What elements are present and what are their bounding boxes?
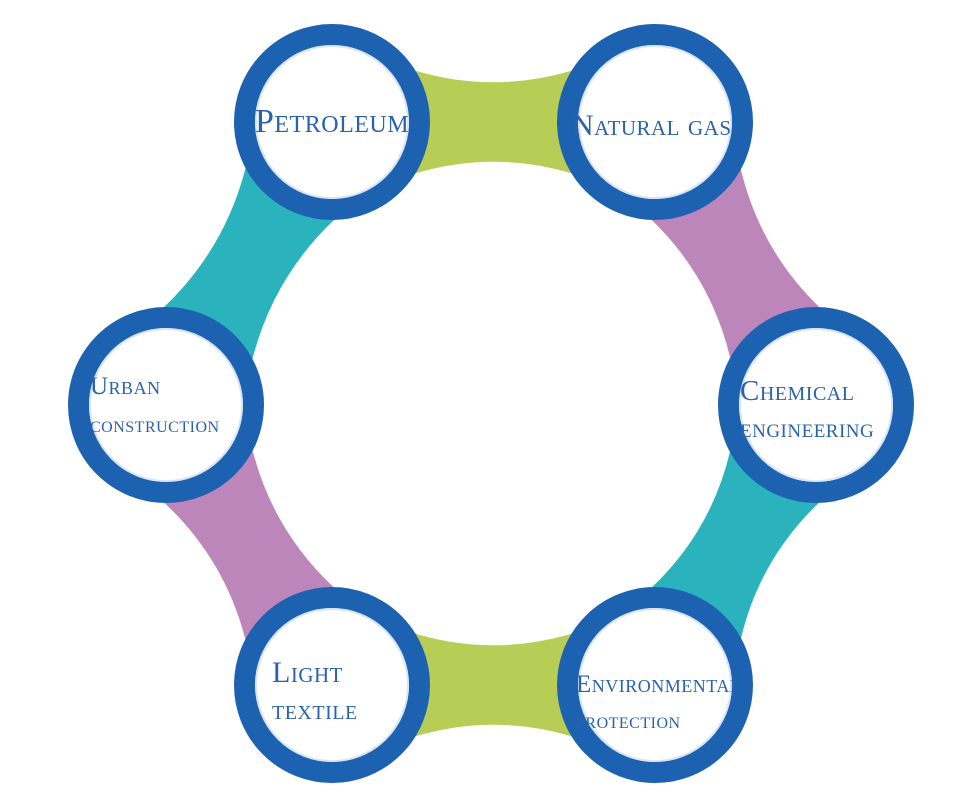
node-label-line: engineering [740,413,874,443]
connector-petroleum-to-natural-gas [415,70,572,174]
ring-circle [234,587,430,783]
connector-urban-construction-to-petroleum [164,168,334,359]
ring-inner-edge [255,45,409,199]
ring-circle [234,24,430,220]
ring-inner-edge [89,328,243,482]
ring-inner-edge [578,45,732,199]
connector-chemical-engineering-to-environmental-protection [652,451,819,639]
node-chemical-engineering: Chemical engineering [718,307,914,503]
ring-inner-edge [739,328,893,482]
ring-circle [557,24,753,220]
node-label-line: protection [576,708,681,733]
node-petroleum: Petroleum [234,24,430,220]
node-label-line: Petroleum [255,103,409,140]
node-natural-gas: Natural gas [557,24,753,220]
node-label-line: textile [272,695,358,726]
ring-circle [557,587,753,783]
node-label-line: Chemical [740,375,854,407]
connector-light-textile-to-urban-construction [164,450,334,640]
connector-environmental-protection-to-light-textile [415,633,572,737]
node-urban-construction: Urban construction [68,307,264,503]
ring-circle [718,307,914,503]
node-label-line: Urban [90,373,161,400]
connectors [164,70,820,737]
ring-inner-edge [255,608,409,762]
node-label-line: Natural gas [572,109,732,142]
node-label-line: Environmental [576,671,741,698]
ring-inner-edge [578,608,732,762]
ring-circle [68,307,264,503]
node-label-line: construction [90,412,220,437]
node-light-textile: Light textile [234,587,430,783]
node-environmental-protection: Environmental protection [557,587,753,783]
node-label-line: Light [272,656,343,689]
connector-natural-gas-to-chemical-engineering [651,169,820,358]
